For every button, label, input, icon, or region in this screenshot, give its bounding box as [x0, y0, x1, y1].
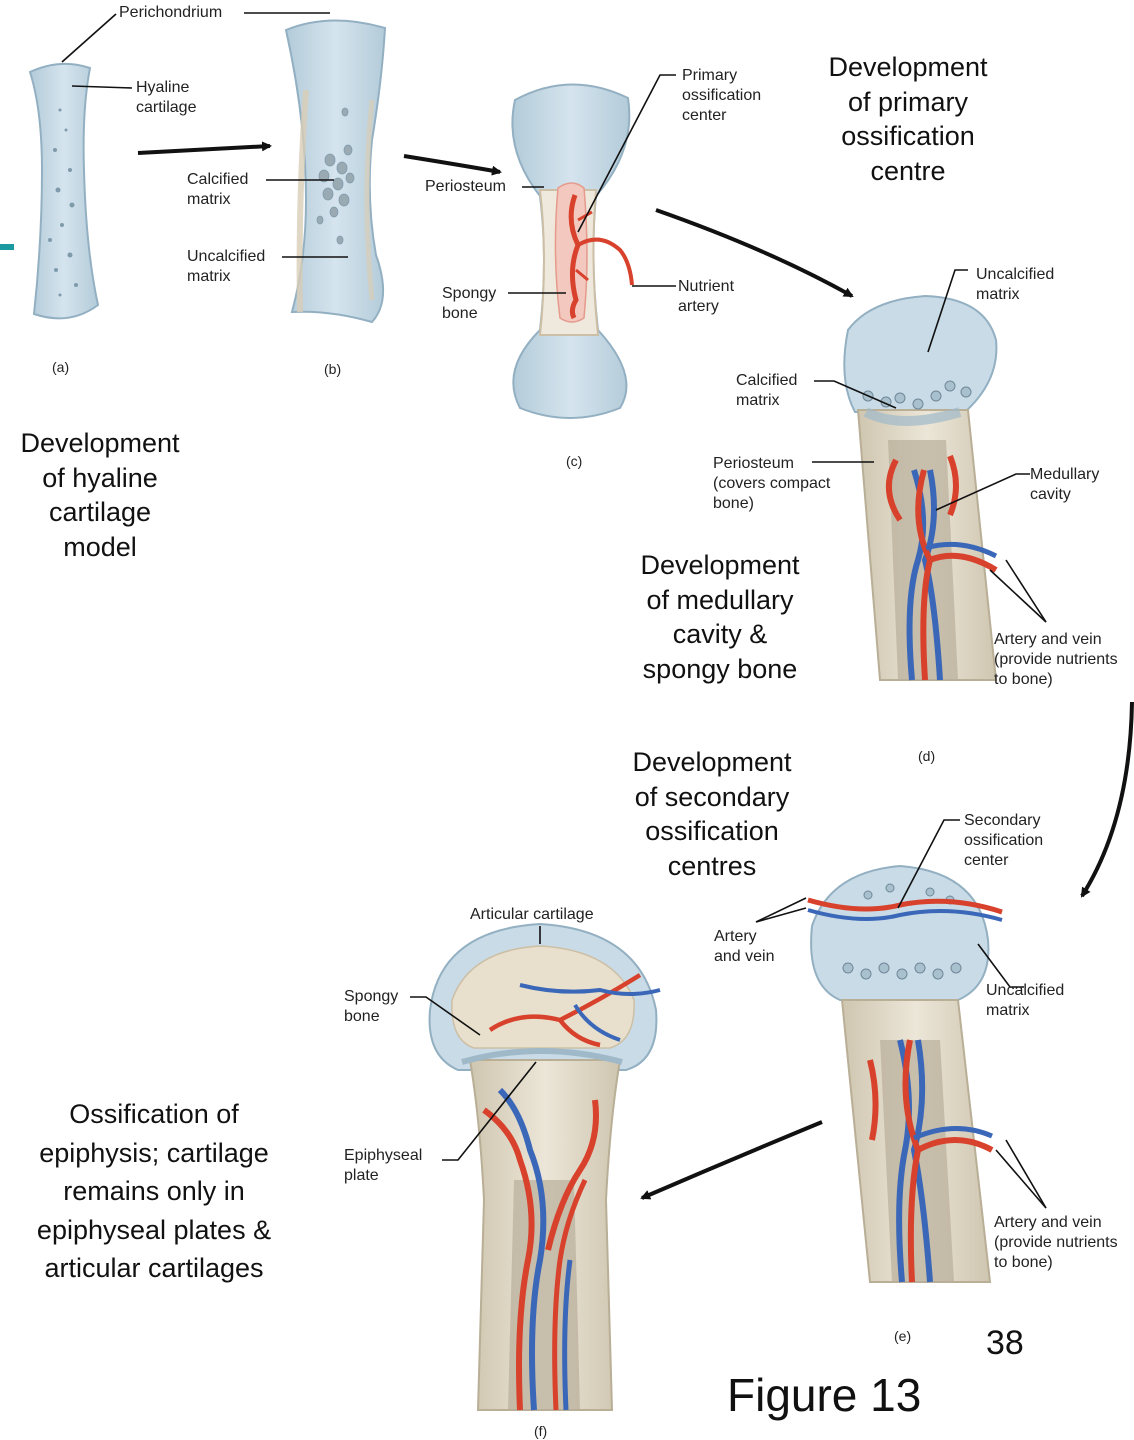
label-spongy-bone-f: Spongy bone	[344, 987, 398, 1027]
label-hyaline-cartilage: Hyaline cartilage	[136, 78, 196, 118]
label-epiphyseal-plate: Epiphyseal plate	[344, 1146, 422, 1186]
caption-d: (d)	[918, 748, 935, 764]
stage-epiphysis: Ossification of epiphysis; cartilage rem…	[8, 1095, 300, 1288]
stage-primary: Development of primary ossification cent…	[808, 50, 1008, 188]
model-c	[512, 84, 632, 418]
label-artery-vein-e-top: Artery and vein	[714, 927, 775, 967]
label-nutrient-artery: Nutrient artery	[678, 277, 734, 317]
caption-e: (e)	[894, 1328, 911, 1344]
model-d	[844, 296, 996, 680]
label-medullary-cavity: Medullary cavity	[1030, 465, 1099, 505]
caption-f: (f)	[534, 1423, 547, 1439]
caption-b: (b)	[324, 361, 341, 377]
model-f	[430, 924, 660, 1410]
label-primary-ossification-center: Primary ossification center	[682, 66, 761, 126]
label-calcified-matrix-b: Calcified matrix	[187, 170, 248, 210]
label-uncalcified-matrix-b: Uncalcified matrix	[187, 247, 265, 287]
label-uncalcified-matrix-d: Uncalcified matrix	[976, 265, 1054, 305]
label-artery-vein-d: Artery and vein (provide nutrients to bo…	[994, 630, 1118, 690]
stage-secondary: Development of secondary ossification ce…	[600, 745, 824, 883]
stage-hyaline: Development of hyaline cartilage model	[0, 426, 200, 564]
label-artery-vein-e: Artery and vein (provide nutrients to bo…	[994, 1213, 1118, 1273]
caption-a: (a)	[52, 359, 69, 375]
caption-c: (c)	[566, 453, 582, 469]
label-calcified-matrix-d: Calcified matrix	[736, 371, 797, 411]
model-e	[808, 866, 1002, 1282]
label-periosteum-d: Periosteum (covers compact bone)	[713, 454, 830, 514]
label-perichondrium: Perichondrium	[119, 3, 222, 23]
label-articular-cartilage: Articular cartilage	[470, 905, 594, 925]
label-secondary-ossification-center: Secondary ossification center	[964, 811, 1043, 871]
model-a	[30, 64, 98, 319]
stage-medullary: Development of medullary cavity & spongy…	[610, 548, 830, 686]
figure-title: Figure 13	[727, 1368, 921, 1422]
label-uncalcified-matrix-e: Uncalcified matrix	[986, 981, 1064, 1021]
label-periosteum-c: Periosteum	[425, 177, 506, 197]
slide-number: 38	[986, 1324, 1024, 1363]
model-b	[286, 20, 385, 322]
label-spongy-bone-c: Spongy bone	[442, 284, 496, 324]
